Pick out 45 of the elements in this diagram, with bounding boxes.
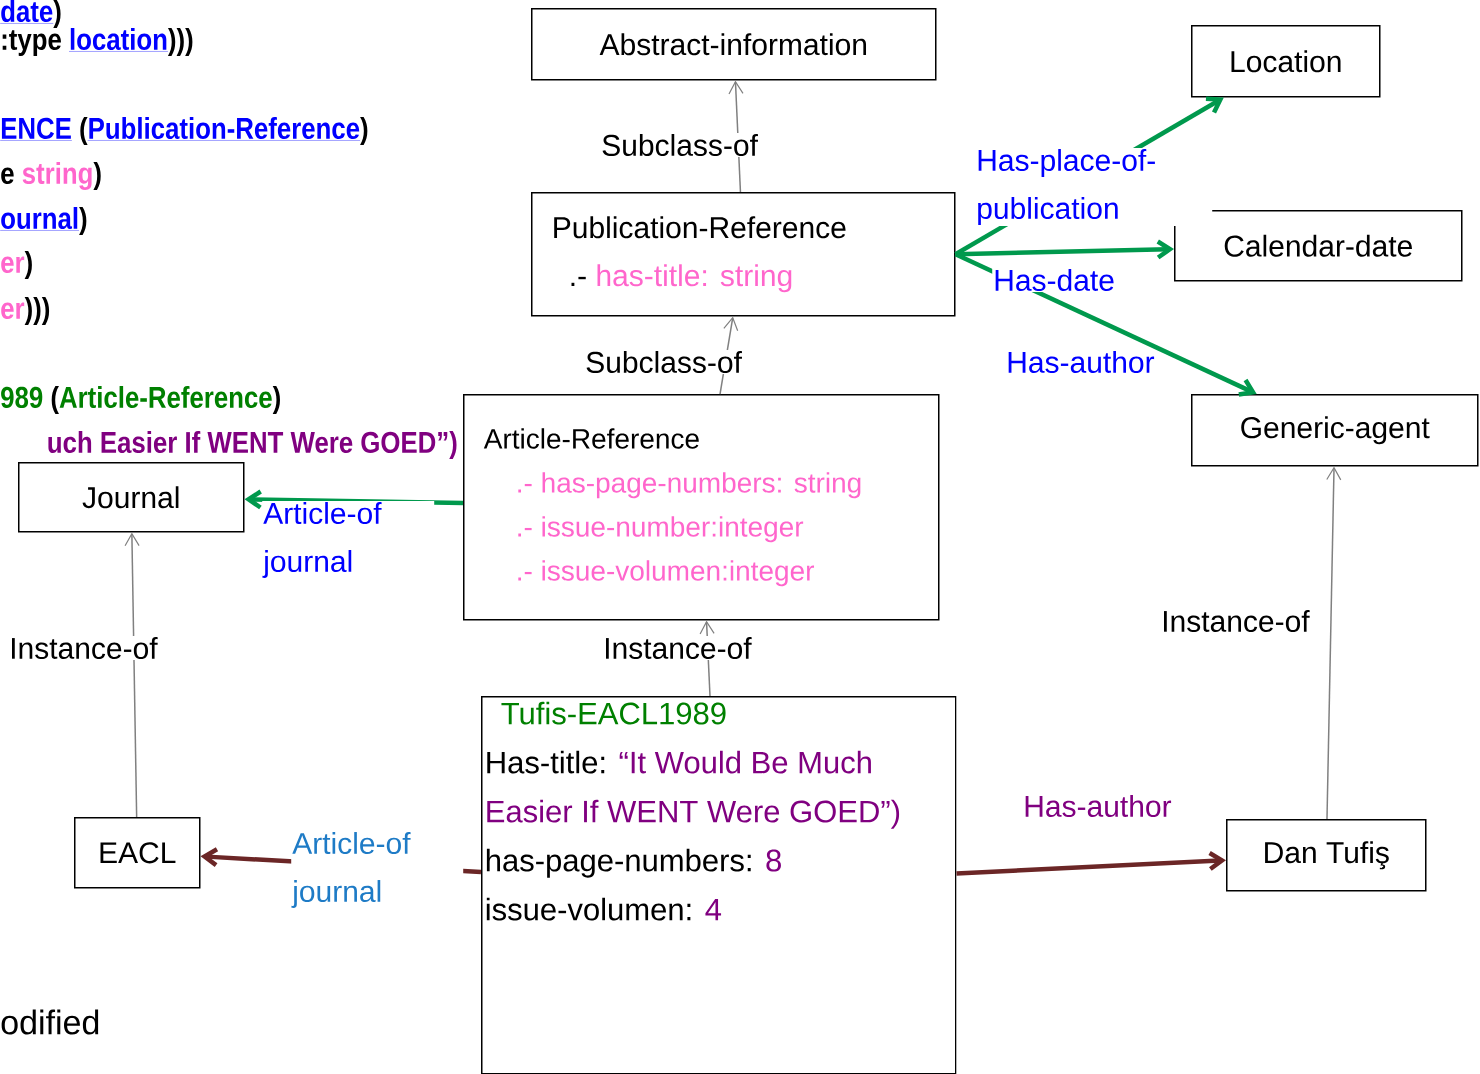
class-box: Abstract-information <box>531 8 937 81</box>
class-box: Dan Tufiş <box>1226 819 1427 892</box>
code-line: ENCE (Publication-Reference) <box>0 117 368 145</box>
code-line: date) <box>0 0 61 28</box>
edge-label: Subclass-of <box>584 350 743 374</box>
code-line: er) <box>1 251 32 279</box>
class-box: Article-Reference .- has-page-numbers: string .- issue-number:integer .- issue-volumen:integer <box>463 394 940 621</box>
arrow <box>954 252 1257 397</box>
label: ( <box>80 117 88 145</box>
edge-label: Instance-of <box>1160 609 1311 633</box>
edge-label: Has-author <box>1005 350 1156 374</box>
edge-label: Has-date <box>992 268 1116 292</box>
code-line: ournal) <box>0 207 87 235</box>
label: ENCE <box>1 117 71 140</box>
label: ) <box>272 386 280 414</box>
edge-label: Instance-of <box>8 636 159 660</box>
class-box: Calendar-date <box>1174 210 1463 282</box>
code-line: er))) <box>1 297 50 325</box>
class-box: Location <box>1191 25 1381 98</box>
arrow <box>956 851 1226 876</box>
code-line: :type location))) <box>2 28 193 56</box>
arrow <box>244 489 464 510</box>
label: ) <box>360 117 368 145</box>
class-box: Publication-Reference .- has-title: string <box>531 192 956 317</box>
edge-label: Has-author <box>1022 794 1173 819</box>
label: 989 <box>1 386 43 409</box>
code-line: e string) <box>1 161 101 191</box>
class-box: Generic-agent <box>1191 394 1479 467</box>
class-box: EACL <box>74 817 201 889</box>
code-line: 989 (Article-Reference) <box>1 386 280 414</box>
edge-label: Article-of journal <box>262 501 435 579</box>
class-box: Journal <box>18 462 245 533</box>
text-line: odified <box>1 1009 99 1035</box>
code-line: uch Easier If WENT Were GOED”) <box>48 431 457 459</box>
arrow <box>124 532 140 818</box>
label: ( <box>51 386 59 414</box>
edge-label: Instance-of <box>602 636 753 660</box>
class-box: Tufis-EACL1989 Has-title: “It Would Be Much Easier If WENT Were GOED”) has-page-numbers: 8 issue-volumen: 4 <box>481 696 957 1074</box>
label: Article-Reference <box>59 386 272 409</box>
edge-label: Has-place-of-publication <box>975 148 1213 226</box>
arrow <box>1326 466 1342 820</box>
arrow <box>955 239 1174 260</box>
edge-label: Article-of journal <box>291 831 464 909</box>
label: Publication-Reference <box>89 117 360 140</box>
edge-label: Subclass-of <box>600 133 759 157</box>
